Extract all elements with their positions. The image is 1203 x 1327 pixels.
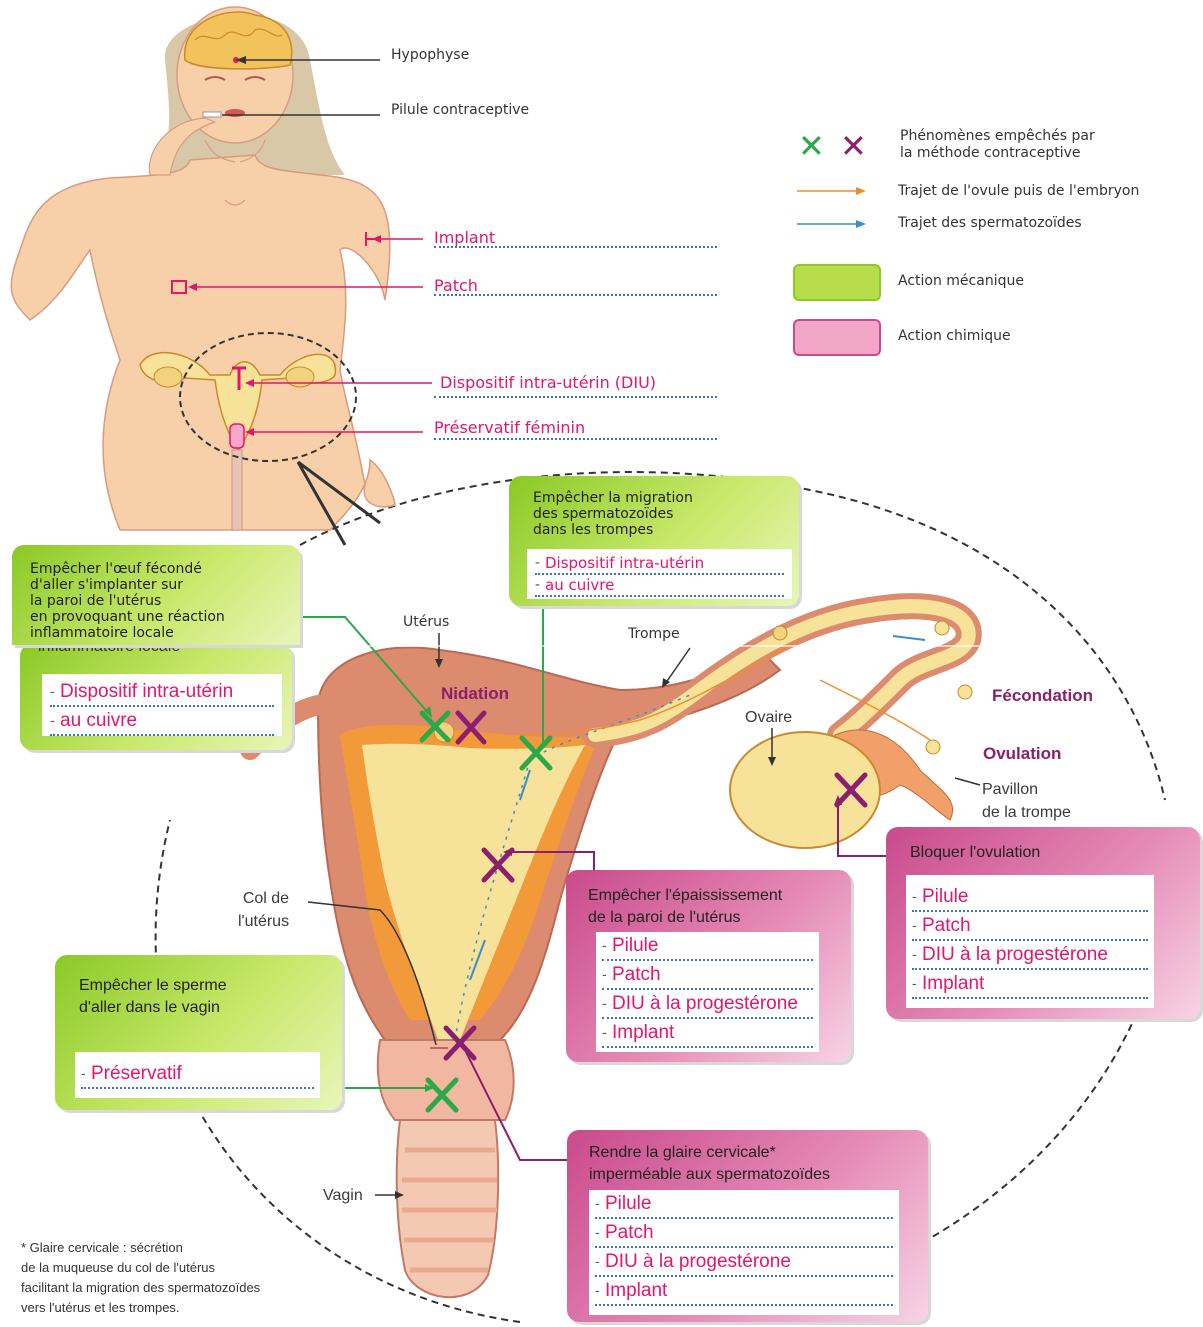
answer-item: Patch	[595, 1219, 893, 1248]
legend-arrows	[794, 187, 880, 355]
label-ovaire: Ovaire	[745, 706, 792, 729]
woman-figure	[11, 7, 395, 545]
answer-item: Pilule	[912, 883, 1148, 912]
box-ovulation: Bloquer l'ovulation Pilule Patch DIU à l…	[886, 827, 1200, 1019]
box-migration-answers: Dispositif intra-utérin au cuivre	[527, 549, 792, 599]
box-ovulation-title: Bloquer l'ovulation	[910, 842, 1040, 864]
footnote: * Glaire cervicale : sécrétion de la muq…	[21, 1238, 260, 1318]
answer-item: Préservatif	[81, 1060, 314, 1089]
box-epaississement: Empêcher l'épaississement de la paroi de…	[566, 870, 851, 1062]
answer-item: DIU à la progestérone	[602, 990, 813, 1019]
label-implant: Implant	[434, 228, 495, 247]
legend-purple-cross-icon: ✕	[840, 130, 867, 162]
label-trompe: Trompe	[628, 626, 680, 642]
answer-item: au cuivre	[535, 575, 784, 597]
answer-line-preservatif	[434, 438, 717, 440]
box-migration-title: Empêcher la migration des spermatozoïdes…	[533, 490, 693, 538]
label-diu: Dispositif intra-utérin (DIU)	[440, 373, 656, 392]
box-migration: Empêcher la migration des spermatozoïdes…	[509, 476, 799, 606]
label-hypophyse: Hypophyse	[391, 47, 469, 63]
label-uterus: Utérus	[403, 614, 449, 630]
label-patch: Patch	[434, 276, 478, 295]
answer-item: Pilule	[602, 932, 813, 961]
box-glaire-title: Rendre la glaire cervicale* imperméable …	[589, 1142, 830, 1186]
answer-item: DIU à la progestérone	[595, 1248, 893, 1277]
legend-green-cross-icon: ✕	[798, 130, 825, 162]
label-preservatif-feminin: Préservatif féminin	[434, 418, 585, 437]
label-pavillon: Pavillon de la trompe	[982, 778, 1071, 824]
legend-crosses-text: Phénomènes empêchés par la méthode contr…	[900, 128, 1095, 162]
box-glaire: Rendre la glaire cervicale* imperméable …	[567, 1130, 928, 1322]
box-glaire-answers: Pilule Patch DIU à la progestérone Impla…	[589, 1190, 899, 1315]
answer-line-patch	[434, 294, 717, 296]
legend-mecanique-text: Action mécanique	[898, 273, 1024, 289]
answer-item: Patch	[912, 912, 1148, 941]
box-sperme-answers: Préservatif	[75, 1052, 320, 1098]
answer-item: Patch	[602, 961, 813, 990]
label-fecondation: Fécondation	[992, 686, 1093, 706]
answer-item: DIU à la progestérone	[912, 941, 1148, 970]
answer-item: Dispositif intra-utérin	[50, 678, 274, 707]
box-epaississement-answers: Pilule Patch DIU à la progestérone Impla…	[596, 932, 819, 1052]
box-ovulation-answers: Pilule Patch DIU à la progestérone Impla…	[906, 875, 1154, 1008]
legend-ovule-text: Trajet de l'ovule puis de l'embryon	[898, 183, 1139, 199]
answer-line-implant	[434, 246, 717, 248]
answer-item: Dispositif intra-utérin	[535, 553, 784, 575]
legend-sperm-text: Trajet des spermatozoïdes	[898, 215, 1082, 231]
answer-item: au cuivre	[50, 707, 274, 736]
answer-item: Pilule	[595, 1190, 893, 1219]
box-oeuf-title: Empêcher l'œuf fécondé d'aller s'implant…	[30, 561, 225, 641]
box-epaississement-title: Empêcher l'épaississement de la paroi de…	[588, 885, 782, 929]
box-sperme: Empêcher le sperme d'aller dans le vagin…	[55, 955, 342, 1110]
answer-item: Implant	[602, 1019, 813, 1048]
label-vagin: Vagin	[323, 1184, 363, 1207]
box-sperme-title: Empêcher le sperme d'aller dans le vagin	[79, 975, 227, 1019]
answer-line-diu	[434, 396, 717, 398]
answer-item: Implant	[912, 970, 1148, 999]
answer-item: Implant	[595, 1277, 893, 1306]
label-ovulation: Ovulation	[983, 744, 1061, 764]
box-oeuf-answers: Dispositif intra-utérin au cuivre	[42, 674, 282, 736]
label-nidation: Nidation	[441, 684, 509, 704]
legend-chimique-text: Action chimique	[898, 328, 1011, 344]
box-oeuf-upper: Empêcher l'œuf fécondé d'aller s'implant…	[12, 545, 300, 645]
label-pilule: Pilule contraceptive	[391, 102, 529, 118]
label-col-uterus: Col de l'utérus	[238, 887, 289, 933]
box-oeuf-lower: inflammatoire locale Dispositif intra-ut…	[20, 644, 292, 750]
